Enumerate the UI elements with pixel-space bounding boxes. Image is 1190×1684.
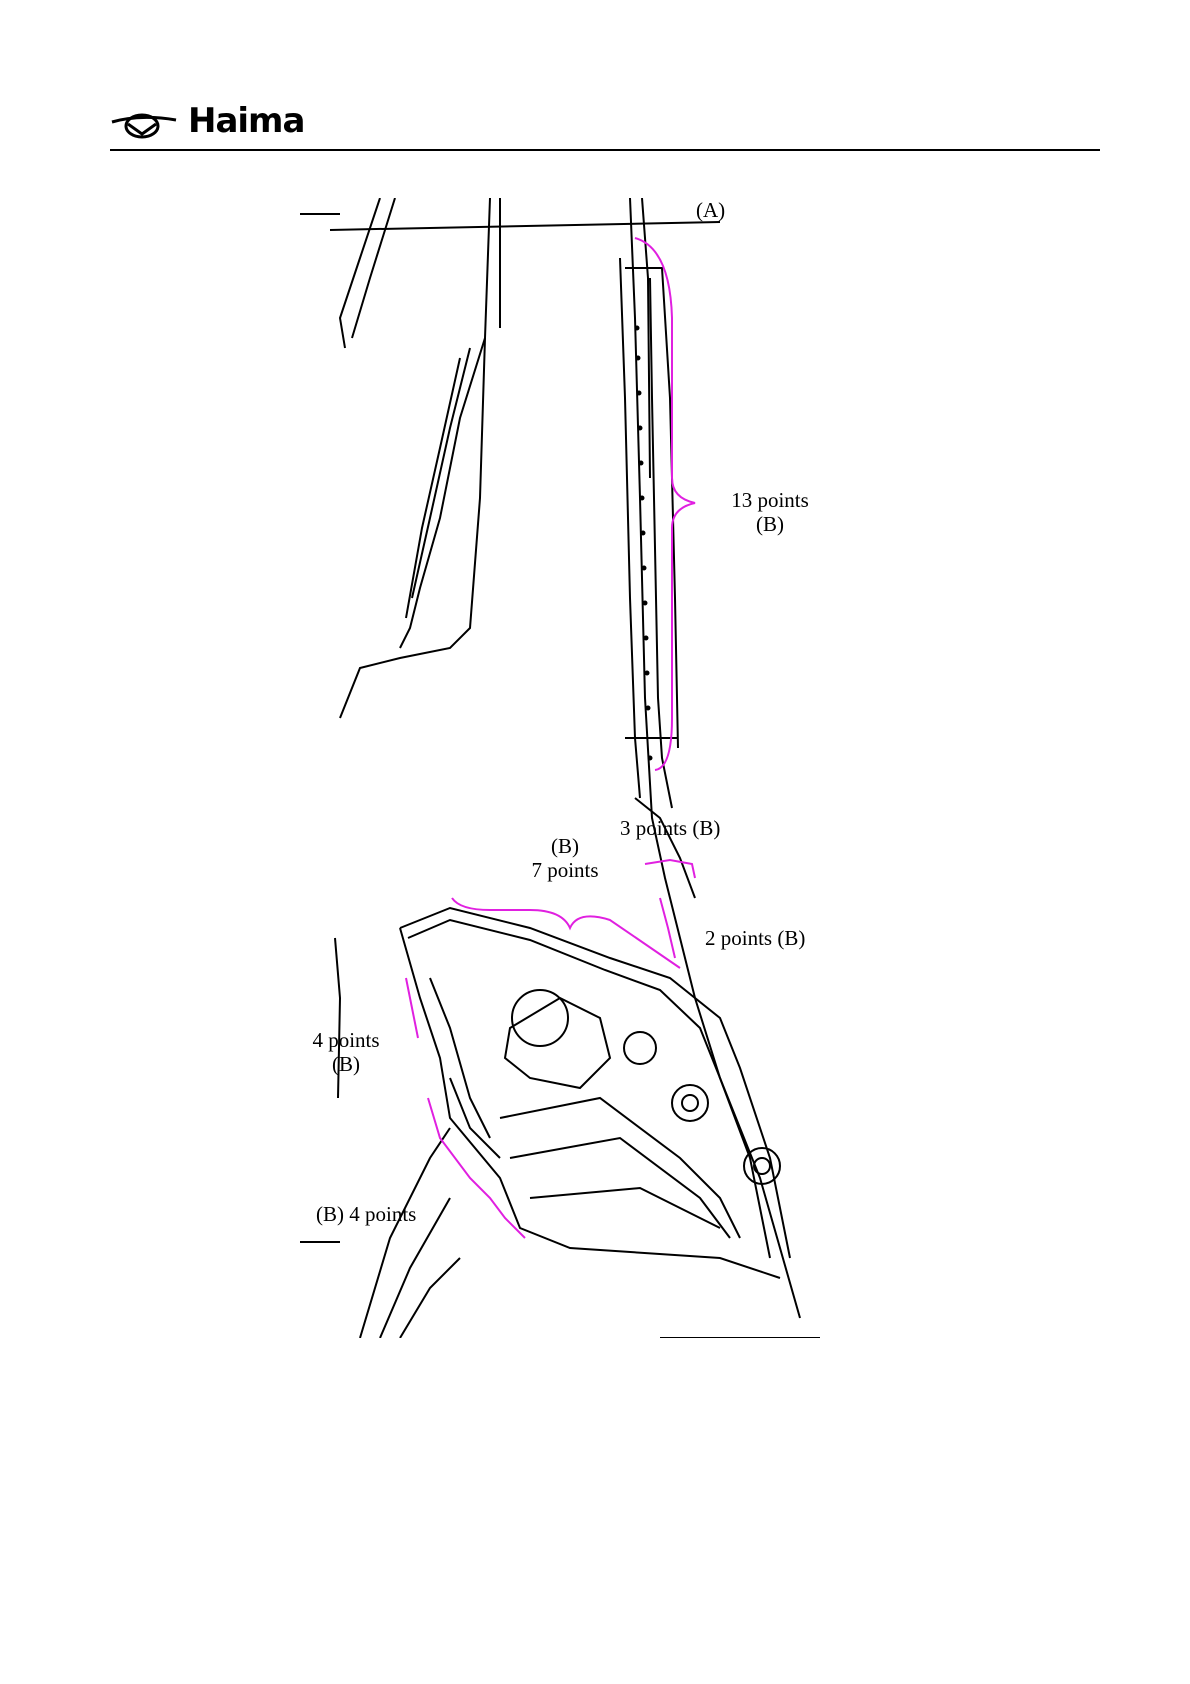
callout-4-points-left-ref: (B) [306, 1052, 386, 1076]
brand-name: Haima [188, 101, 304, 141]
callout-7-points-count: 7 points [520, 858, 610, 882]
page-header: Haima [110, 98, 1100, 148]
panel-drawing [300, 198, 900, 1338]
callout-7-points-ref: (B) [520, 834, 610, 858]
callout-2-points: 2 points (B) [705, 926, 805, 950]
callout-3-points: 3 points (B) [620, 816, 720, 840]
callout-13-points-ref: (B) [710, 512, 830, 536]
callout-7-points: (B) 7 points [520, 834, 610, 882]
callout-4-points-left: 4 points (B) [306, 1028, 386, 1076]
reference-label-a: (A) [696, 198, 725, 222]
header-rule [110, 149, 1100, 151]
callout-13-points-count: 13 points [710, 488, 830, 512]
callout-13-points: 13 points (B) [710, 488, 830, 536]
body-panel-diagram: (A) 13 points (B) (B) 7 points 3 points … [300, 198, 900, 1338]
callout-4-points-left-count: 4 points [306, 1028, 386, 1052]
haima-wing-logo-icon [110, 104, 180, 144]
callout-4-points-bottom: (B) 4 points [316, 1202, 416, 1226]
